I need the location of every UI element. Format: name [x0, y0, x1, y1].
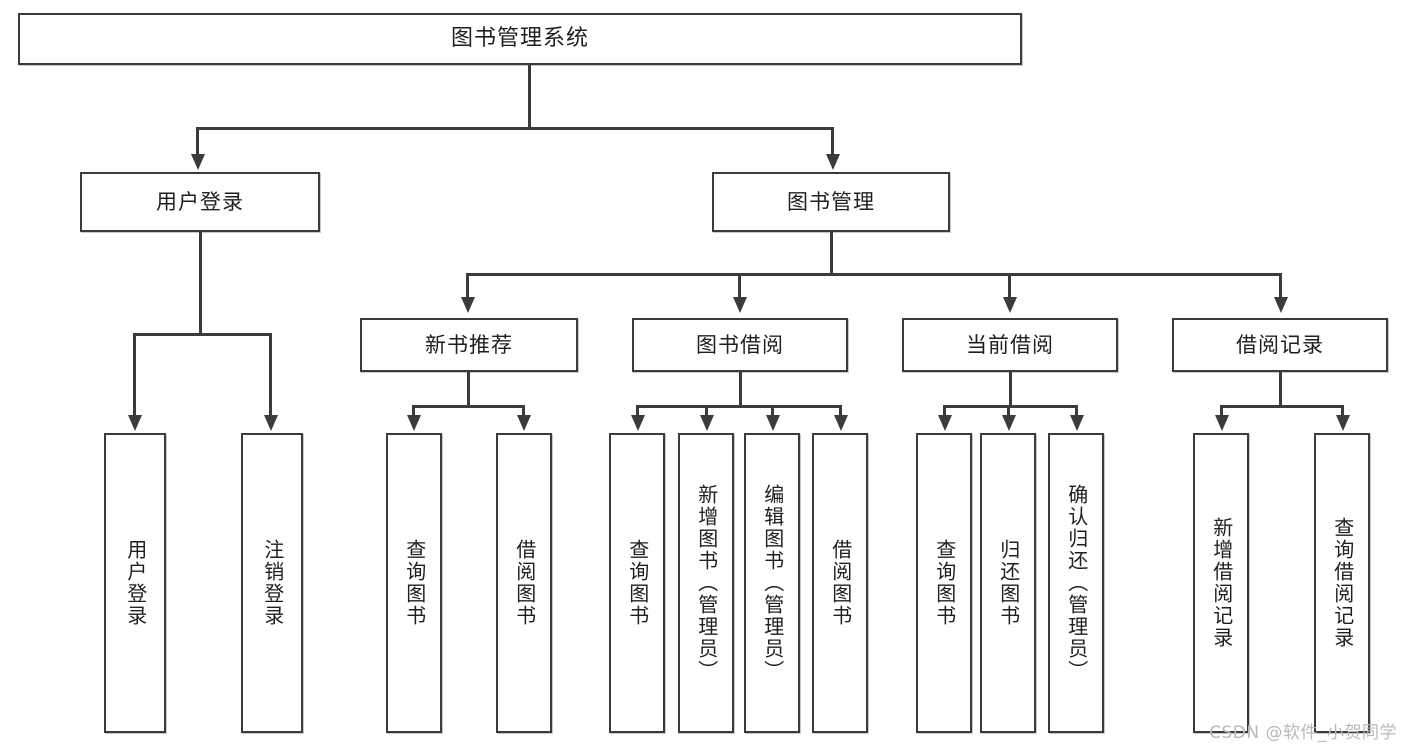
edge-nbr-leaf1 — [412, 405, 415, 417]
watermark: CSDN @软件_小贺同学 — [1209, 723, 1397, 743]
node-current-borrow[interactable]: 当前借阅 — [902, 318, 1118, 372]
leaf-add-book[interactable]: 新增图书（管理员） — [678, 433, 734, 733]
arrow-br-leaf1 — [1215, 415, 1229, 431]
node-book-manage-label: 图书管理 — [787, 189, 875, 214]
node-book-borrow[interactable]: 图书借阅 — [632, 318, 848, 372]
edge-user-login-leaf1 — [133, 333, 136, 417]
leaf-query-book-2[interactable]: 查询图书 — [609, 433, 665, 733]
leaf-query-book-1-label: 查询图书 — [402, 539, 427, 627]
arrow-user-login-leaf1 — [128, 415, 142, 431]
leaf-return-book[interactable]: 归还图书 — [980, 433, 1036, 733]
edge-book-manage-bus — [466, 273, 1282, 276]
edge-user-login-stem — [199, 232, 202, 336]
edge-book-manage-stem — [830, 232, 833, 275]
arrow-bb-leaf2 — [700, 415, 714, 431]
edge-cb-leaf2 — [1007, 405, 1010, 417]
edge-nbr-leaf2 — [522, 405, 525, 417]
node-root[interactable]: 图书管理系统 — [18, 13, 1022, 65]
arrow-nbr-leaf1 — [407, 415, 421, 431]
node-user-login[interactable]: 用户登录 — [80, 172, 320, 232]
node-borrow-record[interactable]: 借阅记录 — [1172, 318, 1388, 372]
edge-root-to-user-login — [196, 127, 199, 156]
edge-to-current-borrow — [1008, 273, 1011, 299]
node-borrow-record-label: 借阅记录 — [1236, 332, 1324, 357]
edge-user-login-bus — [133, 333, 272, 336]
leaf-borrow-book-1-label: 借阅图书 — [512, 539, 537, 627]
node-new-book-recommend[interactable]: 新书推荐 — [360, 318, 578, 372]
edge-to-new-book-recommend — [466, 273, 469, 299]
node-book-manage[interactable]: 图书管理 — [712, 172, 950, 232]
leaf-query-record-label: 查询借阅记录 — [1330, 517, 1355, 649]
leaf-return-book-label: 归还图书 — [996, 539, 1021, 627]
node-current-borrow-label: 当前借阅 — [966, 332, 1054, 357]
arrow-bb-leaf1 — [631, 415, 645, 431]
leaf-add-record-label: 新增借阅记录 — [1209, 517, 1234, 649]
edge-book-borrow-bus — [636, 405, 842, 408]
leaf-borrow-book-1[interactable]: 借阅图书 — [496, 433, 552, 733]
leaf-query-book-3[interactable]: 查询图书 — [916, 433, 972, 733]
leaf-borrow-book-2[interactable]: 借阅图书 — [812, 433, 868, 733]
node-book-borrow-label: 图书借阅 — [696, 332, 784, 357]
arrow-bb-leaf3 — [766, 415, 780, 431]
leaf-add-book-label: 新增图书（管理员） — [694, 484, 719, 682]
edge-root-to-book-manage — [831, 127, 834, 156]
arrow-bb-leaf4 — [834, 415, 848, 431]
leaf-borrow-book-2-label: 借阅图书 — [828, 539, 853, 627]
edge-to-borrow-record — [1279, 273, 1282, 299]
arrow-cb-leaf2 — [1002, 415, 1016, 431]
edge-bb-leaf2 — [705, 405, 708, 417]
node-user-login-label: 用户登录 — [156, 189, 244, 214]
edge-user-login-leaf2 — [269, 333, 272, 417]
arrow-to-borrow-record — [1274, 297, 1288, 313]
leaf-user-logout[interactable]: 注销登录 — [241, 433, 303, 733]
leaf-confirm-return-label: 确认归还（管理员） — [1064, 484, 1089, 682]
edge-br-leaf2 — [1341, 405, 1344, 417]
arrow-cb-leaf1 — [938, 415, 952, 431]
arrow-user-login-leaf2 — [264, 415, 278, 431]
leaf-confirm-return[interactable]: 确认归还（管理员） — [1048, 433, 1104, 733]
node-root-label: 图书管理系统 — [450, 26, 589, 52]
edge-new-book-recommend-bus — [412, 405, 525, 408]
leaf-query-book-1[interactable]: 查询图书 — [386, 433, 442, 733]
arrow-to-current-borrow — [1003, 297, 1017, 313]
leaf-query-book-3-label: 查询图书 — [932, 539, 957, 627]
arrow-to-user-login — [191, 154, 205, 170]
edge-bb-leaf1 — [636, 405, 639, 417]
leaf-user-logout-label: 注销登录 — [260, 539, 285, 627]
arrow-to-new-book-recommend — [461, 297, 475, 313]
edge-root-bus — [196, 127, 834, 130]
leaf-edit-book[interactable]: 编辑图书（管理员） — [744, 433, 800, 733]
edge-current-borrow-bus — [943, 405, 1078, 408]
edge-cb-leaf1 — [943, 405, 946, 417]
edge-borrow-record-bus — [1220, 405, 1344, 408]
arrow-cb-leaf3 — [1070, 415, 1084, 431]
node-new-book-recommend-label: 新书推荐 — [425, 332, 513, 357]
edge-br-leaf1 — [1220, 405, 1223, 417]
leaf-edit-book-label: 编辑图书（管理员） — [760, 484, 785, 682]
leaf-user-login-label: 用户登录 — [123, 539, 148, 627]
leaf-query-book-2-label: 查询图书 — [625, 539, 650, 627]
arrow-nbr-leaf2 — [517, 415, 531, 431]
leaf-add-record[interactable]: 新增借阅记录 — [1193, 433, 1249, 733]
arrow-to-book-borrow — [733, 297, 747, 313]
edge-borrow-record-stem — [1279, 372, 1282, 407]
edge-current-borrow-stem — [1009, 372, 1012, 407]
edge-bb-leaf4 — [839, 405, 842, 417]
edge-root-stem — [528, 65, 531, 129]
edge-book-borrow-stem — [739, 372, 742, 407]
arrow-br-leaf2 — [1336, 415, 1350, 431]
edge-cb-leaf3 — [1075, 405, 1078, 417]
leaf-user-login[interactable]: 用户登录 — [104, 433, 166, 733]
leaf-query-record[interactable]: 查询借阅记录 — [1314, 433, 1370, 733]
edge-new-book-recommend-stem — [467, 372, 470, 407]
edge-to-book-borrow — [738, 273, 741, 299]
arrow-to-book-manage — [826, 154, 840, 170]
edge-bb-leaf3 — [771, 405, 774, 417]
